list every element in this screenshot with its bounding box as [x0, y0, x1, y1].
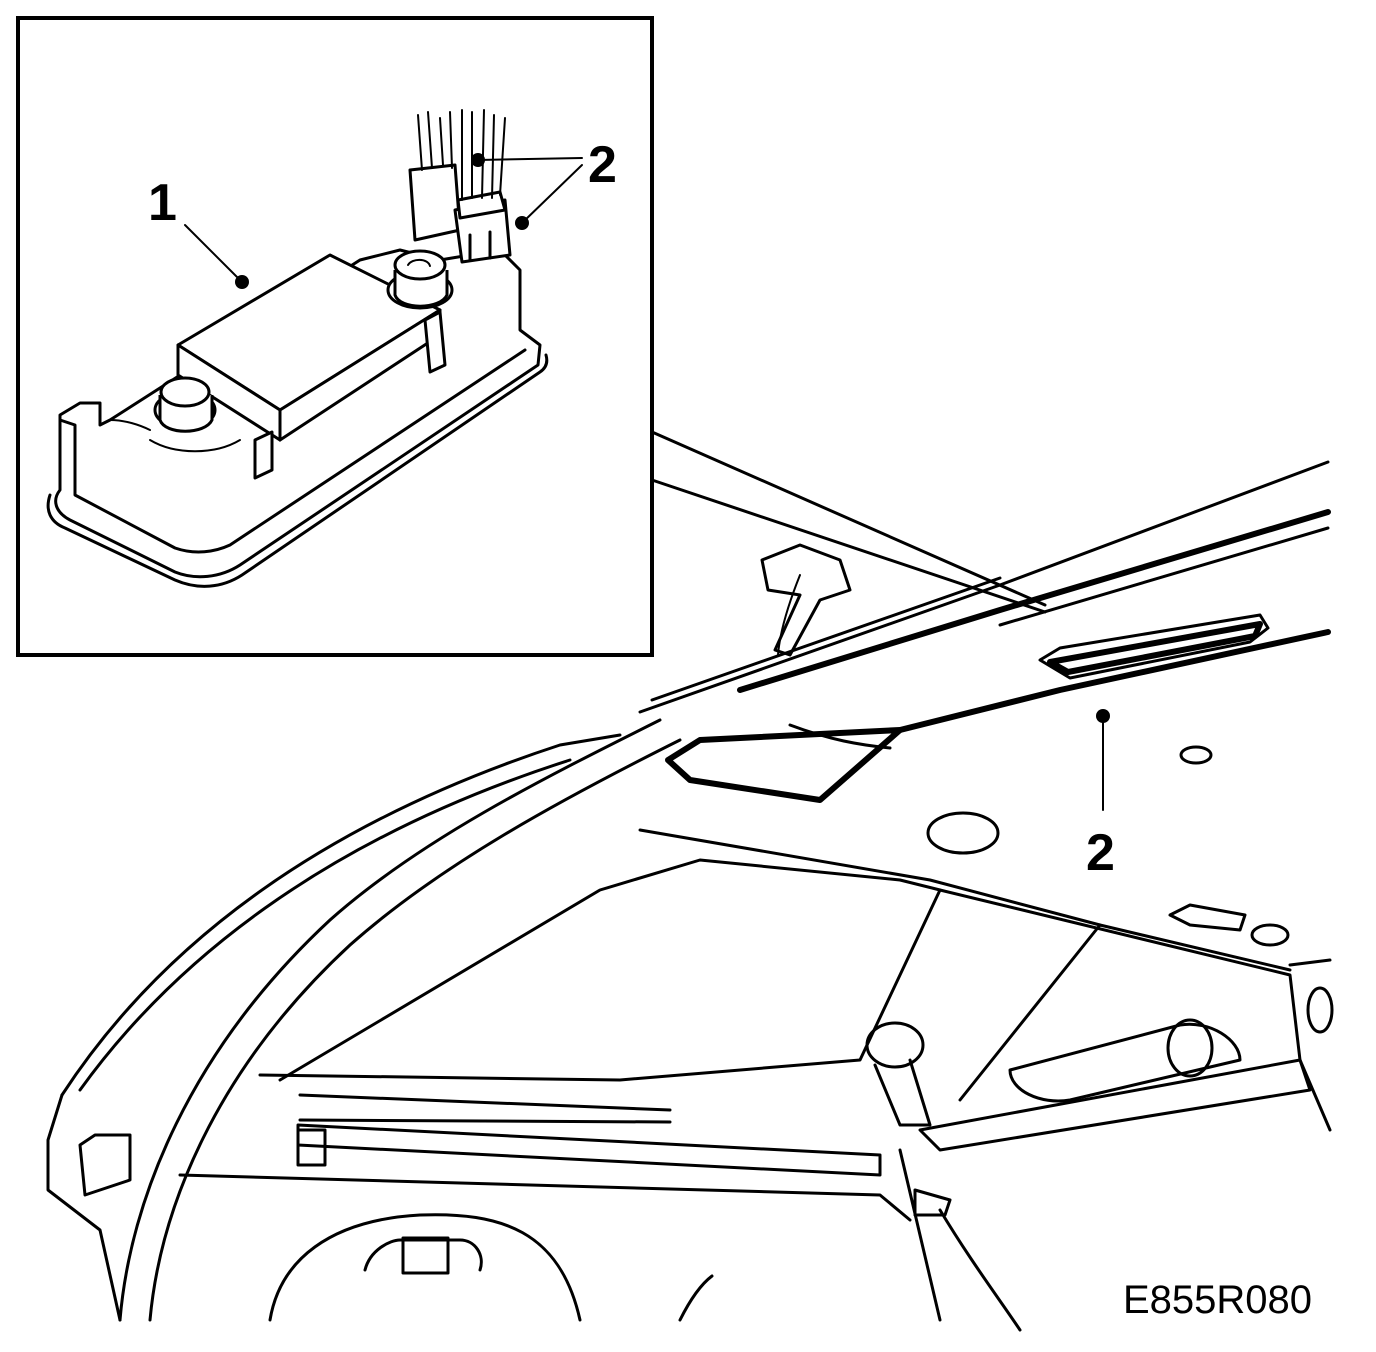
item-2-inset-leader-a: [477, 157, 583, 161]
zoom-connector: [650, 430, 1047, 614]
detail-inset: [16, 16, 654, 657]
callout-2-inset: 2: [588, 136, 617, 194]
item-1-leader: [184, 224, 243, 283]
figure-code: E855R080: [1123, 1278, 1312, 1322]
callout-1: 1: [148, 174, 177, 232]
vehicle-interior-view: [46, 460, 1334, 1332]
item-2-inset-leader-b: [521, 164, 583, 224]
callout-2-main: 2: [1086, 824, 1115, 882]
